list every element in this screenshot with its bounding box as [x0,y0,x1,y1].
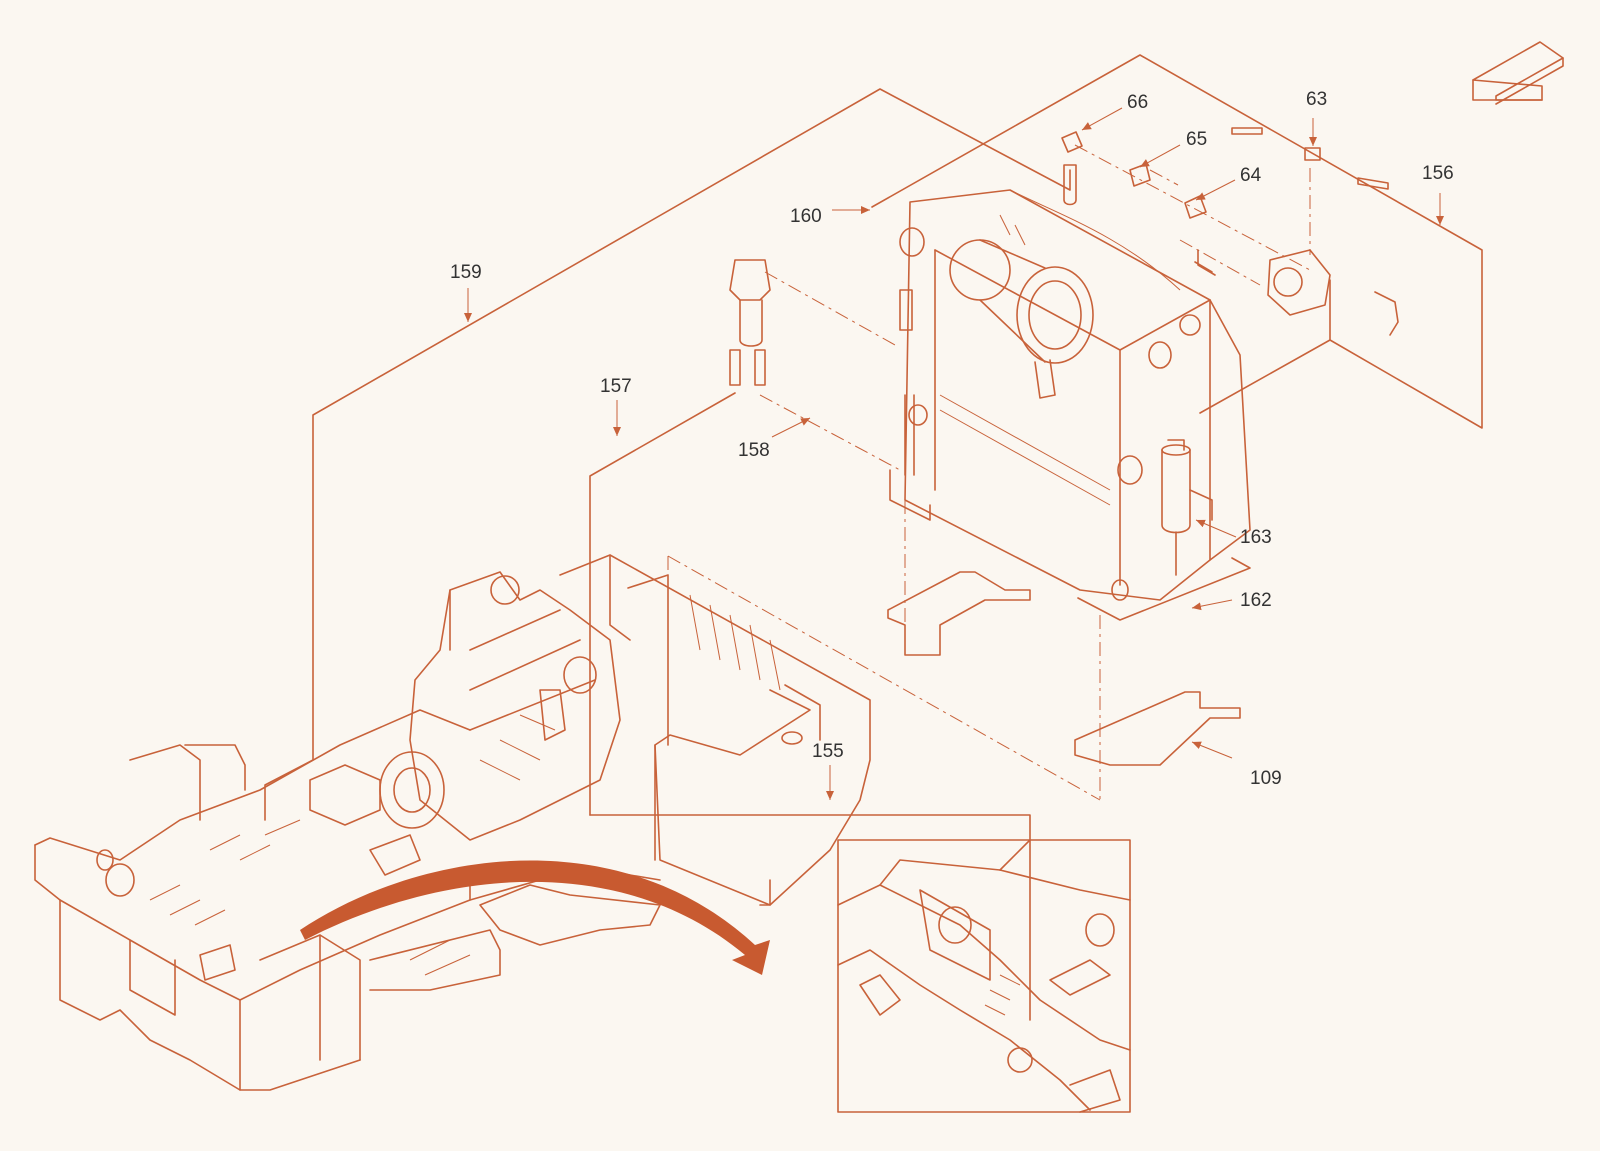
callout-155: 155 [812,741,844,762]
engine-bay-tub [559,554,871,906]
assembly-frame-160-156 [871,54,1483,429]
callout-156: 156 [1422,163,1454,184]
assembly-frame-157-155 [589,392,1031,1021]
assembly-frame-159 [264,88,1071,821]
fittings-group [1061,127,1389,276]
chassis-frame [34,709,661,1091]
fuel-filter [1161,439,1213,576]
detail-inset [837,839,1131,1113]
callout-160: 160 [790,206,822,227]
callout-162: 162 [1240,590,1272,611]
callout-109: 109 [1250,768,1282,789]
callout-65: 65 [1186,129,1207,150]
callout-66: 66 [1127,92,1148,113]
callout-63: 63 [1306,89,1327,110]
radiator-assembly [889,189,1251,621]
detail-reference-arrow [300,860,770,975]
callout-64: 64 [1240,165,1262,186]
callout-159: 159 [450,262,482,283]
callout-158: 158 [738,440,770,461]
bracket-upper [887,571,1031,656]
expansion-tank [729,259,771,386]
direction-arrow-icon [1472,41,1564,105]
callout-leaders [464,107,1444,800]
engine-assembly [379,571,621,841]
callout-163: 163 [1240,527,1272,548]
bracket-lower [1074,691,1241,766]
callout-157: 157 [600,376,632,397]
callout-labels: 66 65 64 63 156 160 159 157 158 163 162 … [450,89,1454,789]
